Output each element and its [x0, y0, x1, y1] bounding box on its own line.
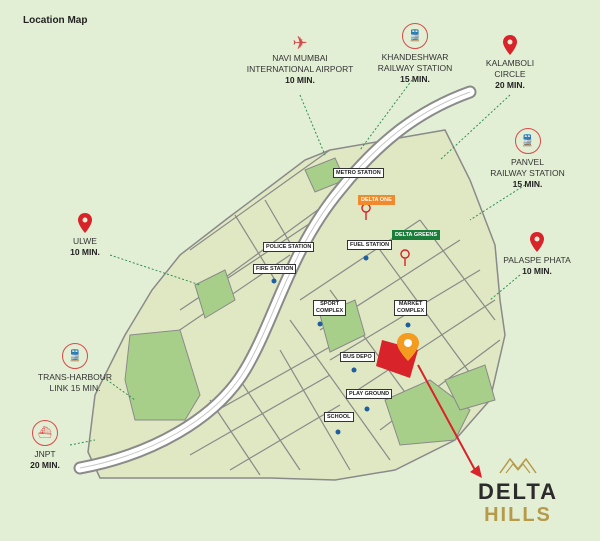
park-south — [384, 379, 471, 446]
destination-time: 10 MIN. — [285, 75, 315, 85]
connector-lines — [69, 79, 526, 446]
map-pin-icon — [503, 35, 517, 55]
destination-name: TRANS-HARBOUR LINK 15 MIN. — [37, 372, 113, 393]
map-title: Location Map — [23, 15, 88, 26]
destination-time: 15 MIN. — [400, 74, 430, 84]
train-icon: 🚆 — [62, 343, 88, 369]
label-delta-one: DELTA ONE — [358, 195, 395, 205]
destination-name: KALAMBOLI CIRCLE — [485, 58, 535, 79]
label-metro-station: METRO STATION — [333, 168, 384, 178]
logo-mark-icon — [499, 457, 537, 474]
park-east — [444, 364, 496, 411]
train-icon: 🚆 — [514, 128, 541, 154]
destination-khandeshwar: 🚆 KHANDESHWAR RAILWAY STATION 15 MIN. — [355, 23, 475, 85]
label-school: SCHOOL — [324, 412, 354, 422]
destination-name: PANVEL RAILWAY STATION — [490, 157, 565, 178]
destination-name: NAVI MUMBAI INTERNATIONAL AIRPORT — [246, 53, 354, 74]
train-icon: 🚆 — [402, 23, 428, 49]
destination-name: ULWE — [73, 236, 97, 246]
destination-time: 15 MIN. — [512, 179, 543, 189]
label-fire-station: FIRE STATION — [253, 264, 297, 274]
map-pin-icon — [78, 213, 92, 233]
label-market-complex: MARKET COMPLEX — [394, 300, 428, 316]
destination-ulwe: ULWE 10 MIN. — [55, 213, 115, 258]
destination-panvel: 🚆 PANVEL RAILWAY STATION 15 MIN. — [470, 128, 585, 190]
destination-time: 10 MIN. — [522, 266, 552, 276]
logo-line1: DELTA — [477, 479, 559, 504]
direction-arrow — [417, 364, 476, 471]
destination-palaspe: PALASPE PHATA 10 MIN. — [492, 232, 582, 277]
label-sport-complex: SPORT COMPLEX — [313, 300, 347, 316]
park-west — [124, 329, 201, 421]
label-fuel-station: FUEL STATION — [347, 240, 393, 250]
label-play-ground: PLAY GROUND — [346, 389, 393, 399]
destination-name: KHANDESHWAR RAILWAY STATION — [377, 52, 453, 73]
airplane-icon: ✈ — [292, 33, 308, 53]
label-bus-depo: BUS DEPO — [340, 352, 375, 362]
destination-name: PALASPE PHATA — [503, 255, 571, 265]
destination-time: 20 MIN. — [30, 460, 60, 470]
destination-name: JNPT — [34, 449, 56, 459]
map-pin-icon — [530, 232, 544, 252]
map-pins — [361, 203, 410, 266]
label-delta-greens: DELTA GREENS — [392, 230, 441, 240]
project-location-pin — [397, 333, 419, 361]
logo-line2: HILLS — [484, 504, 552, 526]
destination-airport: ✈ NAVI MUMBAI INTERNATIONAL AIRPORT 10 M… — [225, 33, 375, 86]
destination-kalamboli: KALAMBOLI CIRCLE 20 MIN. — [470, 35, 550, 91]
destination-transharbour: 🚆 TRANS-HARBOUR LINK 15 MIN. — [20, 343, 130, 394]
park-northwest — [194, 269, 236, 319]
destination-time: 20 MIN. — [495, 80, 525, 90]
destination-time: 10 MIN. — [70, 247, 100, 257]
label-police-station: POLICE STATION — [263, 242, 315, 252]
destination-jnpt: ⛴ JNPT 20 MIN. — [15, 420, 75, 471]
ship-icon: ⛴ — [32, 420, 58, 446]
delta-hills-logo: DELTA HILLS — [463, 455, 573, 526]
